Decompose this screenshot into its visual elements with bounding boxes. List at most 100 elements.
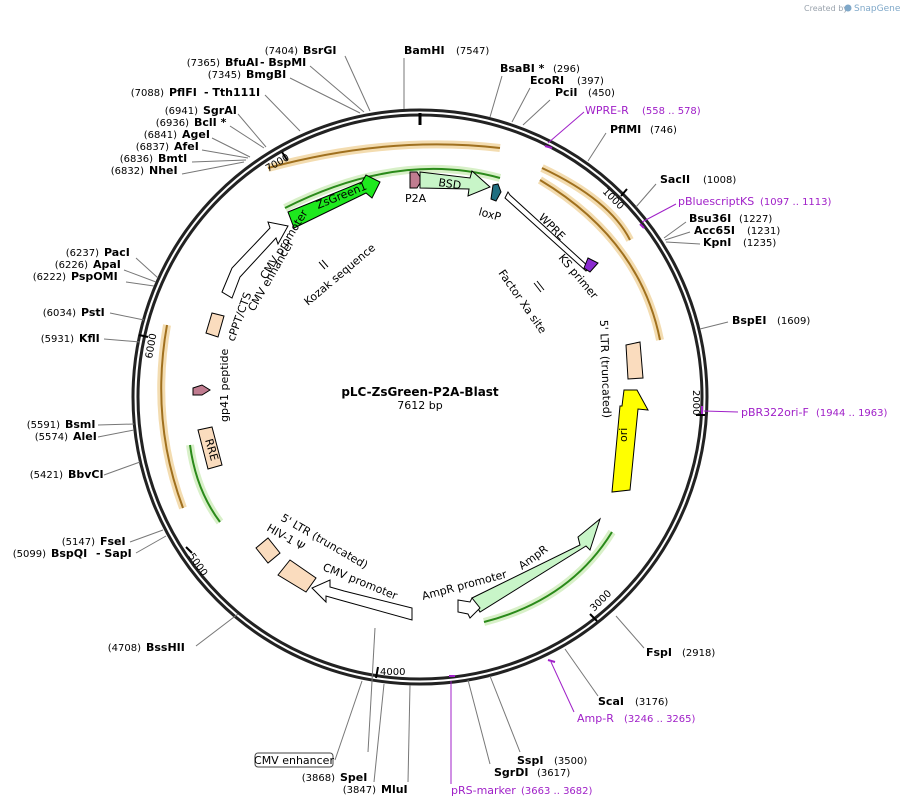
snapgene-credit[interactable]: Created by SnapGene xyxy=(804,4,901,14)
kozak-mark-1 xyxy=(318,261,326,270)
enzyme-bsu36i[interactable]: Bsu36I (1227) xyxy=(689,212,772,225)
enzyme-afei[interactable]: (6837) AfeI xyxy=(136,140,199,153)
ampr-promoter-feature[interactable] xyxy=(457,597,481,619)
enzyme-alei[interactable]: (5574) AleI xyxy=(35,430,97,443)
ori-feature[interactable] xyxy=(611,389,649,493)
prs-marker-name: pRS-marker xyxy=(451,784,516,797)
enzyme-paci[interactable]: (6237) PacI xyxy=(66,246,130,259)
bsabi-name: BsaBI * xyxy=(500,62,545,75)
enzyme-fsei[interactable]: (5147) FseI xyxy=(62,535,126,548)
bsmi-pos: (5591) xyxy=(27,420,60,431)
mark-wpre-r xyxy=(544,145,553,149)
enzyme-spei[interactable]: (3868) SpeI xyxy=(302,771,368,784)
leader-psti xyxy=(109,312,145,321)
enzyme-sacii[interactable]: SacII (1008) xyxy=(660,173,736,186)
afei-pos: (6837) xyxy=(136,142,169,153)
primer-pbr322ori-f[interactable]: pBR322ori-F (1944 .. 1963) xyxy=(741,406,888,419)
enzyme-bamhi[interactable]: BamHI (7547) xyxy=(404,44,489,57)
enzyme-bsmi[interactable]: (5591) BsmI xyxy=(27,418,96,431)
wpre-r-name: WPRE-R xyxy=(585,104,629,117)
leader-alei xyxy=(97,429,135,438)
cmv-promoter-top-feature[interactable] xyxy=(221,221,289,299)
leader-apai xyxy=(123,269,157,283)
snapgene-logo-icon xyxy=(844,4,852,12)
enzyme-leaders xyxy=(97,55,729,783)
primer-wpre-r[interactable]: WPRE-R (558 .. 578) xyxy=(585,104,701,117)
leader-bsshii xyxy=(195,613,239,647)
ampr-feature[interactable] xyxy=(471,517,601,613)
enzyme-pspomi[interactable]: (6222) PspOMI xyxy=(33,270,118,283)
cmv-promoter-bottom-feature[interactable] xyxy=(311,579,413,621)
enzyme-bmti[interactable]: (6836) BmtI xyxy=(120,152,187,165)
factor-xa-label: Factor Xa site xyxy=(496,267,550,336)
enzyme-bsabi[interactable]: BsaBI * (296) xyxy=(500,62,580,75)
enzyme-sgrai[interactable]: (6941) SgrAI xyxy=(165,104,237,117)
zsgreen1-feature[interactable] xyxy=(287,174,381,229)
primer-prs-marker[interactable]: pRS-marker (3663 .. 3682) xyxy=(451,784,593,797)
leader-mlui xyxy=(373,683,385,783)
enzyme-bfuai[interactable]: (7365) BfuAI - BspMI xyxy=(187,56,307,69)
sgrai-name: SgrAI xyxy=(203,104,237,117)
enzyme-psti[interactable]: (6034) PstI xyxy=(43,306,105,319)
loxp-feature[interactable] xyxy=(490,183,502,202)
spei-name: SpeI xyxy=(340,771,367,784)
cmv-enhancer-callout[interactable]: CMV enhancer xyxy=(254,752,334,768)
enzyme-ecori[interactable]: EcoRI (397) xyxy=(530,74,604,87)
bsu36i-name: Bsu36I xyxy=(689,212,731,225)
enzyme-apai[interactable]: (6226) ApaI xyxy=(55,258,121,271)
hiv-psi-feature[interactable] xyxy=(277,559,317,593)
fspi-name: FspI xyxy=(646,646,672,659)
enzyme-pcii[interactable]: PciI (450) xyxy=(555,86,615,99)
orf-arc-bottom xyxy=(483,531,613,623)
ks-primer-feature[interactable] xyxy=(583,257,599,273)
enzyme-kfli[interactable]: (5931) KflI xyxy=(41,332,100,345)
pbluescriptks-name: pBluescriptKS xyxy=(678,195,754,208)
enzyme-nhei[interactable]: (6832) NheI xyxy=(111,164,178,177)
psti-name: PstI xyxy=(81,306,105,319)
enzyme-pflmi[interactable]: PflMI (746) xyxy=(610,123,677,136)
paci-name: PacI xyxy=(104,246,130,259)
bsshii-name: BssHII xyxy=(146,641,185,654)
enzyme-bspqi[interactable]: (5099) BspQI - SapI xyxy=(13,547,132,560)
kfli-name: KflI xyxy=(79,332,100,345)
enzyme-bsrgi[interactable]: (7404) BsrGI xyxy=(265,44,337,57)
psti-pos: (6034) xyxy=(43,308,76,319)
leader-fsei xyxy=(129,529,164,543)
orf-arc-right2 xyxy=(539,179,661,341)
leader-bsu36i xyxy=(663,221,687,239)
enzyme-mlui[interactable]: (3847) MluI xyxy=(343,783,408,796)
bsd-feature[interactable] xyxy=(419,170,491,197)
leader-scai xyxy=(564,648,599,697)
enzyme-bbvci[interactable]: (5421) BbvCI xyxy=(30,468,104,481)
primer-amp-r[interactable]: Amp-R (3246 .. 3265) xyxy=(577,712,696,725)
gp41-feature[interactable] xyxy=(192,384,211,396)
enzyme-acc65i[interactable]: Acc65I (1231) xyxy=(694,224,780,237)
enzyme-agei[interactable]: (6841) AgeI xyxy=(144,128,210,141)
apai-pos: (6226) xyxy=(55,260,88,271)
factor-xa-mark-2 xyxy=(536,280,545,291)
enzyme-bspei[interactable]: BspEI (1609) xyxy=(732,314,810,327)
rre-feature[interactable] xyxy=(197,426,223,470)
cppt-feature[interactable] xyxy=(205,312,225,338)
primer-pbluescriptks[interactable]: pBluescriptKS (1097 .. 1113) xyxy=(678,195,832,208)
enzyme-fspi[interactable]: FspI (2918) xyxy=(646,646,715,659)
bsabi-pos: (296) xyxy=(553,64,580,75)
orf-arc-right1 xyxy=(541,167,631,241)
enzyme-sgrdi[interactable]: SgrDI (3617) xyxy=(494,766,570,779)
enzyme-bsshii[interactable]: (4708) BssHII xyxy=(108,641,185,654)
pflfi-pos: (7088) xyxy=(131,88,164,99)
enzyme-sspi[interactable]: SspI (3500) xyxy=(517,754,587,767)
ltr5-feature[interactable] xyxy=(255,537,281,564)
enzyme-pflfi[interactable]: (7088) PflFI - Tth111I xyxy=(131,86,260,99)
enzyme-bcli[interactable]: (6936) BclI * xyxy=(156,116,227,129)
leader-pbr322ori-f xyxy=(703,410,739,413)
enzyme-scai[interactable]: ScaI (3176) xyxy=(598,695,668,708)
tick-4000-label: 4000 xyxy=(380,667,405,678)
enzyme-kpni[interactable]: KpnI (1235) xyxy=(703,236,776,249)
enzyme-bmgbi[interactable]: (7345) BmgBI xyxy=(208,68,286,81)
bspqi-name: BspQI xyxy=(51,547,87,560)
tick-6000-mark xyxy=(138,334,149,338)
loxp-label: loxP xyxy=(477,205,503,223)
ltr3-feature[interactable] xyxy=(625,341,644,380)
bsshii-pos: (4708) xyxy=(108,643,141,654)
